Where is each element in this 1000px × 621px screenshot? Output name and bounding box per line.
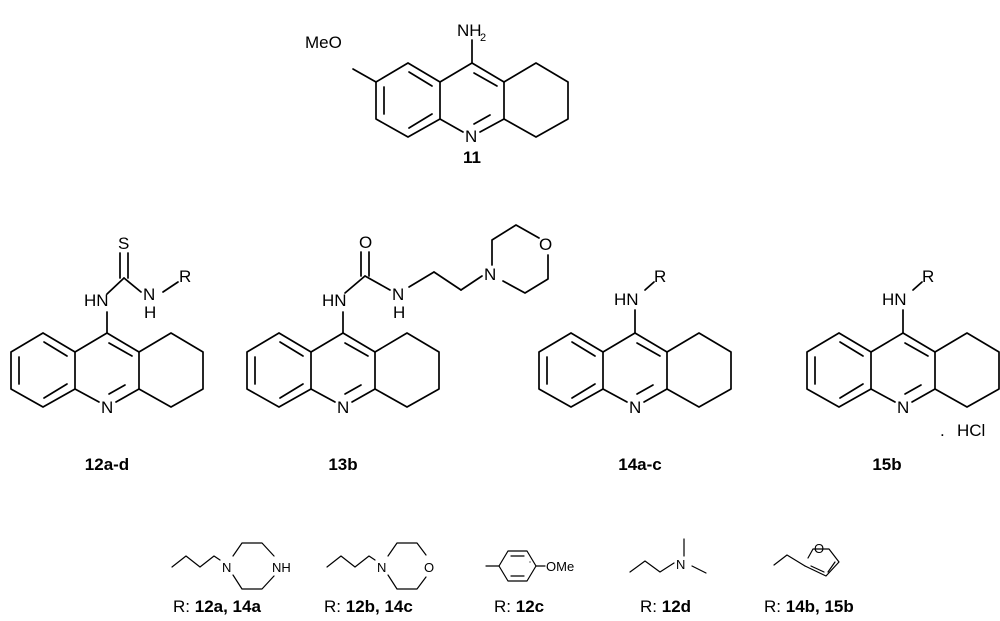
salt-dot: .: [940, 421, 945, 440]
compound-13-bonds: [246, 224, 549, 408]
substituent-4-methoxyphenyl: OMe R: 12c: [485, 550, 574, 616]
thiourea-h-label: H: [144, 303, 156, 322]
piperazine-n-label: N: [222, 560, 231, 575]
urea-n-label: N: [392, 285, 404, 304]
substituent-propyl-morpholine: N O R: 12b, 14c: [324, 542, 434, 616]
morpholine-o-label: O: [424, 560, 434, 575]
substituent-propyl-piperazine: N NH R: 12a, 14a: [171, 542, 291, 616]
compound-13b: O HN N H N O N 13b: [246, 224, 552, 474]
thiourea-n-label: N: [143, 285, 155, 304]
ring-nitrogen-label: N: [101, 398, 113, 417]
r-label-12d: R: 12d: [640, 597, 691, 616]
morpholine-n-label: N: [484, 265, 496, 284]
compound-id-11: 11: [463, 148, 481, 167]
compound-15-bonds: [806, 281, 1000, 408]
compound-14-bonds: [538, 281, 732, 408]
furan-o-label: O: [814, 541, 824, 556]
substituent-legend: N NH R: 12a, 14a N O R: 12b, 14c OMe R: …: [171, 538, 854, 616]
hcl-label: HCl: [957, 421, 985, 440]
morpholine-o-label: O: [539, 235, 552, 254]
hn-label: HN: [614, 290, 639, 309]
compound-id-13b: 13b: [328, 455, 357, 474]
compound-11-bonds: [352, 39, 569, 138]
compound-12-bonds: [10, 252, 204, 408]
ring-nitrogen-label: N: [629, 398, 641, 417]
compound-id-15b: 15b: [872, 455, 901, 474]
r-group-label: R: [654, 267, 666, 286]
piperazine-nh-label: NH: [272, 560, 291, 575]
compound-id-12a-d: 12a-d: [85, 455, 129, 474]
hn-label: HN: [322, 291, 347, 310]
morpholine-n-label: N: [377, 560, 386, 575]
compound-14a-c: HN R N 14a-c: [538, 267, 732, 474]
r-group-label: R: [922, 267, 934, 286]
r-group-label: R: [179, 267, 191, 286]
substituent-dimethylaminopropyl: N R: 12d: [629, 538, 707, 616]
compound-11: NH 2 MeO N 11: [305, 21, 569, 167]
compound-15b: HN R N . HCl 15b: [806, 267, 1000, 474]
ring-nitrogen-label: N: [337, 398, 349, 417]
substituent-furylethyl: O R: 14b, 15b: [764, 541, 854, 616]
ring-nitrogen-label: N: [897, 398, 909, 417]
amine-subscript-2: 2: [480, 32, 486, 44]
hn-label: HN: [84, 291, 109, 310]
r-label-12c: R: 12c: [494, 597, 544, 616]
compound-id-14a-c: 14a-c: [618, 455, 661, 474]
urea-h-label: H: [393, 303, 405, 322]
amine-nh-label: NH: [457, 21, 482, 40]
r-label-12a-14a: R: 12a, 14a: [173, 597, 261, 616]
thio-sulfur-label: S: [118, 234, 129, 253]
methoxy-label: MeO: [305, 33, 342, 52]
compound-12a-d: S HN N H R N 12a-d: [10, 234, 204, 474]
ring-nitrogen-label: N: [465, 127, 477, 146]
r-label-14b-15b: R: 14b, 15b: [764, 597, 854, 616]
methoxy-label: OMe: [546, 559, 574, 574]
r-label-12b-14c: R: 12b, 14c: [324, 597, 413, 616]
hn-label: HN: [882, 290, 907, 309]
carbonyl-oxygen-label: O: [359, 233, 372, 252]
amine-n-label: N: [676, 557, 685, 572]
